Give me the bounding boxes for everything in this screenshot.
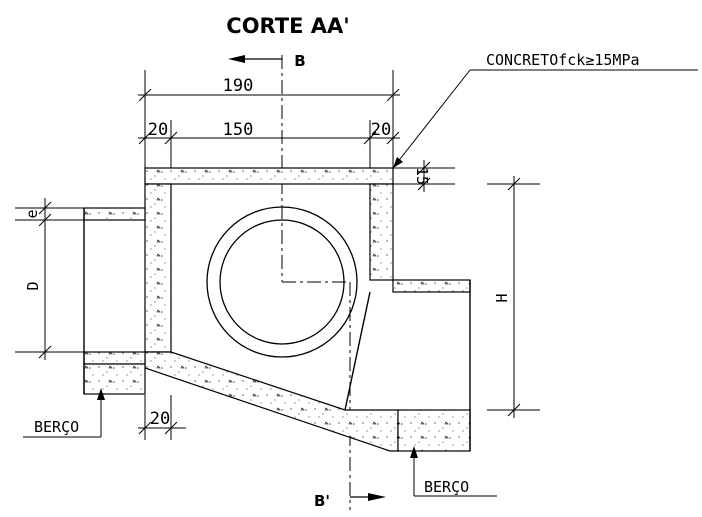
- dimension-slab-thickness: 15: [393, 160, 455, 192]
- dimension-inner-width-label: 150: [223, 120, 254, 140]
- concrete-spec-label: CONCRETOfck≥15MPa: [486, 51, 640, 69]
- outlet-pipe-wall: [392, 279, 471, 293]
- dimension-height-right: H: [487, 176, 540, 418]
- dimension-left-wall-label: 20: [148, 120, 168, 140]
- inlet-bedding: [83, 363, 146, 395]
- top-slab: [144, 167, 394, 185]
- dimension-d-label: D: [24, 281, 42, 290]
- pipe-outer-circle: [206, 206, 358, 358]
- right-wall: [369, 183, 394, 281]
- bottom-slab-sloped: [144, 351, 399, 452]
- berco-left-callout: BERÇO: [23, 388, 105, 438]
- dimension-base-wall-label: 20: [150, 409, 170, 429]
- dimension-overall-width: 190: [138, 70, 400, 168]
- section-marker-bottom: B': [314, 492, 386, 510]
- section-marker-bottom-label: B': [314, 492, 330, 510]
- dimension-inner-row: 20 150 20: [138, 120, 400, 168]
- inlet-pipe-wall: [83, 207, 146, 221]
- dimension-h-label: H: [493, 293, 511, 302]
- arrow-left-icon: [228, 55, 245, 63]
- arrow-right-icon: [368, 493, 386, 501]
- drawing-title: CORTE AA': [226, 14, 349, 38]
- section-marker-top-label: B: [294, 52, 305, 70]
- dimension-pipe-left: e D: [15, 198, 84, 360]
- outlet-base-slab: [397, 409, 471, 452]
- dimension-e-label: e: [23, 209, 41, 218]
- arrow-up-icon: [410, 446, 418, 458]
- dimension-base-wall: 20: [138, 395, 186, 440]
- berco-left-label: BERÇO: [34, 418, 79, 436]
- left-wall: [144, 183, 172, 353]
- inlet-floor: [83, 351, 146, 365]
- arrow-up-icon: [97, 388, 105, 400]
- dimension-right-wall-label: 20: [371, 120, 391, 140]
- concrete-callout: CONCRETOfck≥15MPa: [392, 51, 698, 169]
- section-marker-top: B: [228, 52, 306, 70]
- dimension-slab-thickness-label: 15: [413, 167, 431, 185]
- berco-right-label: BERÇO: [424, 478, 469, 496]
- leader-arrow-icon: [393, 157, 403, 168]
- berco-right-callout: BERÇO: [410, 446, 497, 497]
- inner-slope-line: [344, 291, 371, 411]
- pipe-inner-circle: [219, 219, 345, 345]
- dimension-overall-width-label: 190: [223, 76, 254, 96]
